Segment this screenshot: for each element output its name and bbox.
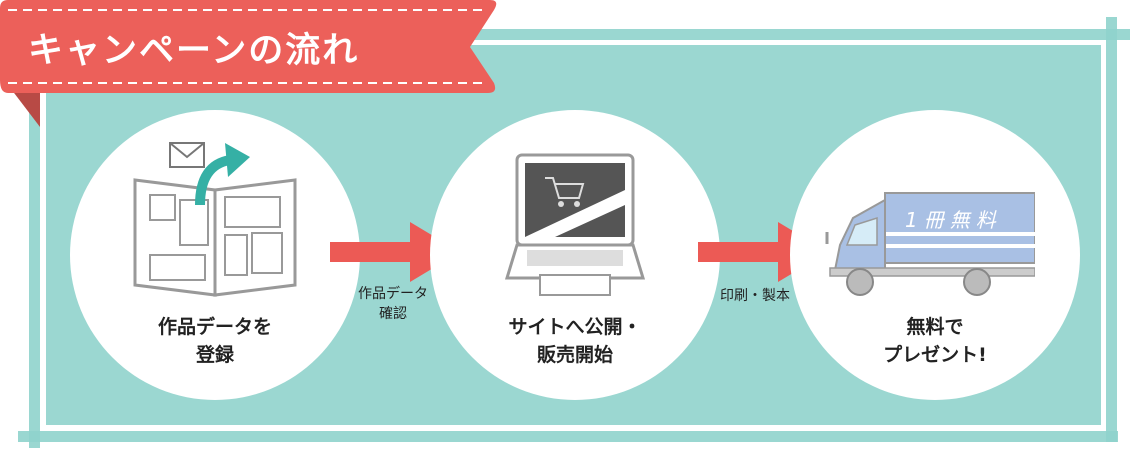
step-3-line1: 無料で bbox=[906, 316, 964, 338]
title-ribbon bbox=[0, 0, 497, 127]
arrow-1-label: 作品データ 確認 bbox=[338, 284, 448, 324]
frame-line-bottom bbox=[18, 431, 1118, 442]
book-mail-icon bbox=[133, 142, 297, 297]
step-1-line1: 作品データを bbox=[157, 316, 272, 338]
step-3-label: 無料で プレゼント! bbox=[790, 313, 1080, 369]
arrow-1-line1: 作品データ bbox=[358, 286, 428, 302]
arrow-1-line2: 確認 bbox=[379, 306, 407, 322]
step-1-label: 作品データを 登録 bbox=[70, 313, 360, 369]
arrow-2-line1: 印刷・製本 bbox=[720, 288, 790, 304]
frame-line-right bbox=[1106, 17, 1117, 442]
arrow-2-label: 印刷・製本 bbox=[700, 286, 810, 306]
frame-line-top bbox=[30, 29, 1130, 40]
truck-text: 1冊無料 bbox=[905, 208, 1002, 232]
step-1-line2: 登録 bbox=[195, 344, 234, 366]
step-3-line2: プレゼント! bbox=[883, 344, 987, 366]
laptop-cart-icon bbox=[505, 153, 645, 296]
step-2-line1: サイトへ公開・ bbox=[508, 316, 642, 338]
step-2-label: サイトへ公開・ 販売開始 bbox=[430, 313, 720, 369]
step-2-line2: 販売開始 bbox=[536, 344, 613, 366]
page-title: キャンペーンの流れ bbox=[28, 31, 360, 71]
frame-line-left bbox=[29, 40, 40, 448]
truck-icon bbox=[825, 192, 1035, 296]
